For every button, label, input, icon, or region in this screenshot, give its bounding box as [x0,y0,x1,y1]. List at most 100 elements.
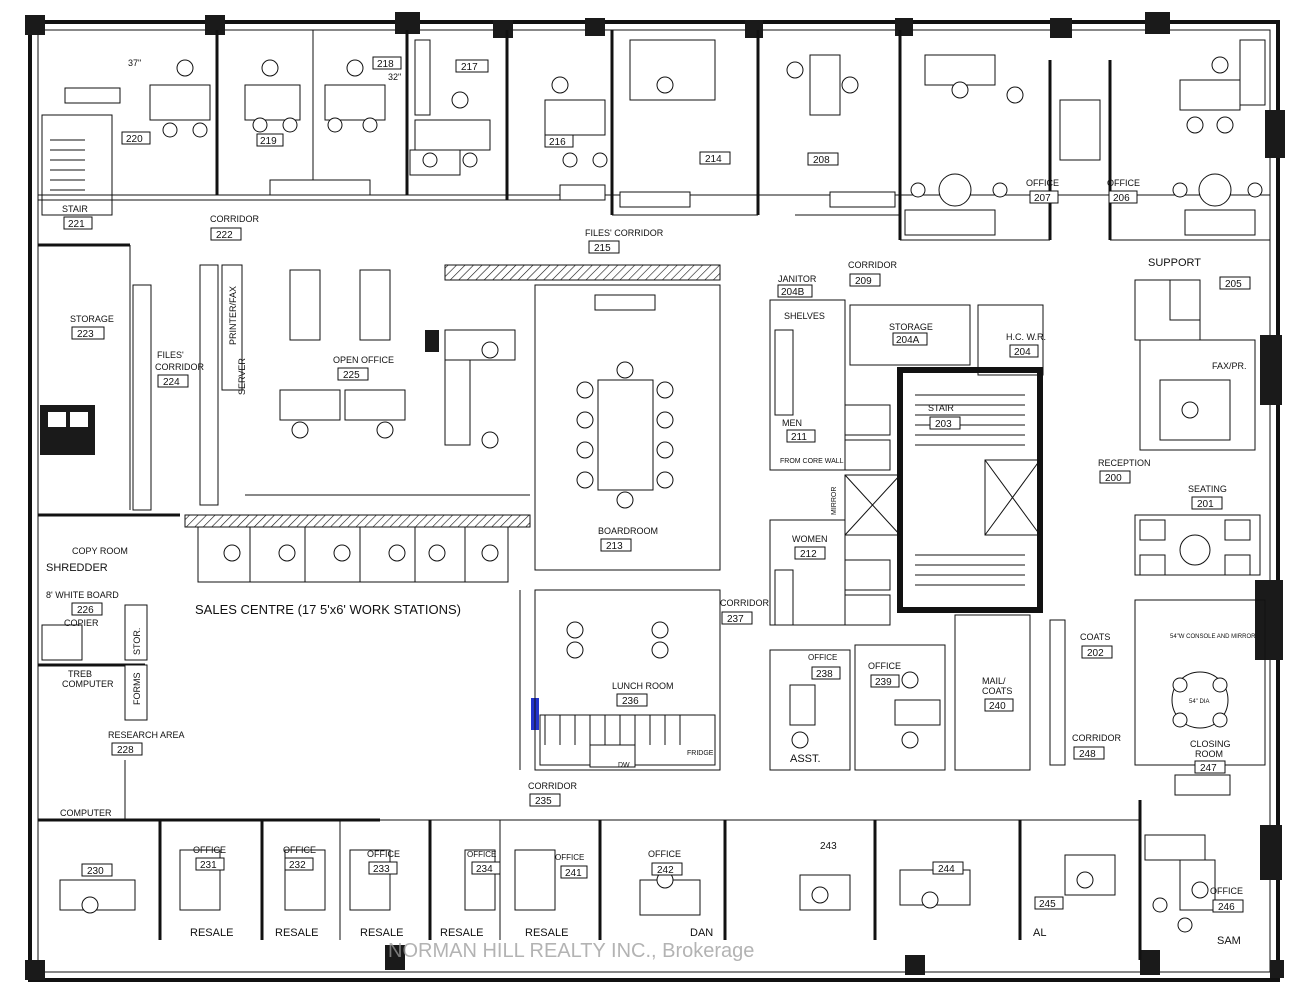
west-rooms [38,243,521,822]
room-213-number: 213 [606,541,623,552]
room-213-label: BOARDROOM [598,526,658,536]
room-245-number: 245 [1039,899,1056,910]
resale-label-5: RESALE [525,927,568,939]
room-216-number: 216 [549,137,566,148]
room-224-number: 224 [163,377,180,388]
room-231-number: 231 [200,860,217,871]
assistant-label: ASST. [790,753,821,765]
room-201-label: SEATING [1188,484,1227,494]
room-240-label-line2: COATS [982,686,1012,696]
room-225-number: 225 [343,370,360,381]
room-241-label: OFFICE [555,853,584,862]
room-217-number: 217 [461,62,478,73]
room-242-number: 242 [657,865,674,876]
room-212-label: WOMEN [792,534,828,544]
resale-label-3: RESALE [360,927,403,939]
room-247-label-line2: ROOM [1195,749,1223,759]
dimension-37: 37" [128,58,141,68]
room-238-label: OFFICE [808,653,837,662]
room-211-label: MEN [782,418,802,428]
room-242-label: OFFICE [648,849,681,859]
room-212-number: 212 [800,549,817,560]
room-222-number: 222 [216,230,233,241]
room-221-label: STAIR [62,204,88,214]
room-204b-number: 204B [781,287,805,298]
treb-label-line1: TREB [68,669,92,679]
console-label: 54"W CONSOLE AND MIRROR [1170,634,1256,640]
room-202-label: COATS [1080,632,1110,642]
room-204b-label: JANITOR [778,274,817,284]
support-label: SUPPORT [1148,257,1201,269]
room-211-number: 211 [791,432,807,443]
room-232-label: OFFICE [283,845,316,855]
room-234-number: 234 [476,864,493,875]
room-207-label: OFFICE [1026,178,1059,188]
room-240-number: 240 [989,701,1006,712]
core-wall-label: FROM CORE WALL [780,458,844,465]
whiteboard-label: 8' WHITE BOARD [46,590,119,600]
printer-fax-label: PRINTER/FAX [228,286,238,345]
resale-label-2: RESALE [275,927,318,939]
storage-cabinet-label: STOR. [132,628,142,655]
bottom-offices [59,800,1216,960]
fridge-label: FRIDGE [687,750,714,757]
room-233-number: 233 [373,864,390,875]
room-235-label: CORRIDOR [528,781,577,791]
fax-printer-label: FAX/PR. [1212,361,1247,371]
room-247-label-line1: CLOSING [1190,739,1231,749]
sam-label: SAM [1217,935,1241,947]
room-241-number: 241 [565,868,582,879]
room-labels: 37" 32" 220 219 218 217 216 214 208 OFFI… [46,56,1256,947]
room-238-number: 238 [816,669,833,680]
treb-label-line2: COMPUTER [62,679,114,689]
dishwasher-label: DW [618,762,630,769]
room-204a-label: STORAGE [889,322,933,332]
boardroom-lunch [534,284,721,771]
room-203-label: STAIR [928,403,954,413]
dan-label: DAN [690,927,713,939]
room-244-number: 244 [938,864,955,875]
al-label: AL [1033,927,1046,939]
room-248-number: 248 [1079,749,1096,760]
table-diameter-label: 54" DIA [1189,699,1209,705]
room-206-number: 206 [1113,193,1130,204]
room-248-label: CORRIDOR [1072,733,1121,743]
room-233-label: OFFICE [367,849,400,859]
room-247-number: 247 [1200,763,1217,774]
building-core [769,299,1066,771]
room-223-label: STORAGE [70,314,114,324]
room-221-number: 221 [68,219,85,230]
shredder-label: SHREDDER [46,562,108,574]
shelves-label: SHELVES [784,311,825,321]
room-226-number: 226 [77,605,94,616]
room-243-number: 243 [820,841,837,852]
room-225-label: OPEN OFFICE [333,355,394,365]
room-237-number: 237 [727,614,744,625]
room-209-number: 209 [855,276,872,287]
room-237-label: CORRIDOR [720,598,769,608]
room-218-number: 218 [377,59,394,70]
room-205-number: 205 [1225,279,1242,290]
room-246-label: OFFICE [1210,886,1243,896]
copy-room-label: COPY ROOM [72,546,128,556]
room-236-number: 236 [622,696,639,707]
open-office-furniture [245,264,721,496]
computer-label: COMPUTER [60,808,112,818]
mirror-label: MIRROR [831,487,838,515]
room-224-label-line2: CORRIDOR [155,362,204,372]
room-204-label: H.C. W.R. [1006,332,1046,342]
room-215-label: FILES' CORRIDOR [585,228,664,238]
room-207-number: 207 [1034,193,1051,204]
room-209-label: CORRIDOR [848,260,897,270]
room-228-number: 228 [117,745,134,756]
sales-centre-label: SALES CENTRE (17 5'x6' WORK STATIONS) [195,602,461,617]
room-201-number: 201 [1197,499,1214,510]
room-200-number: 200 [1105,473,1122,484]
resale-label-1: RESALE [190,927,233,939]
watermark: NORMAN HILL REALTY INC., Brokerage [388,940,754,962]
dimension-32: 32" [388,72,401,82]
resale-label-4: RESALE [440,927,483,939]
room-204a-number: 204A [896,335,920,346]
copier-label: COPIER [64,618,99,628]
room-214-number: 214 [705,154,722,165]
